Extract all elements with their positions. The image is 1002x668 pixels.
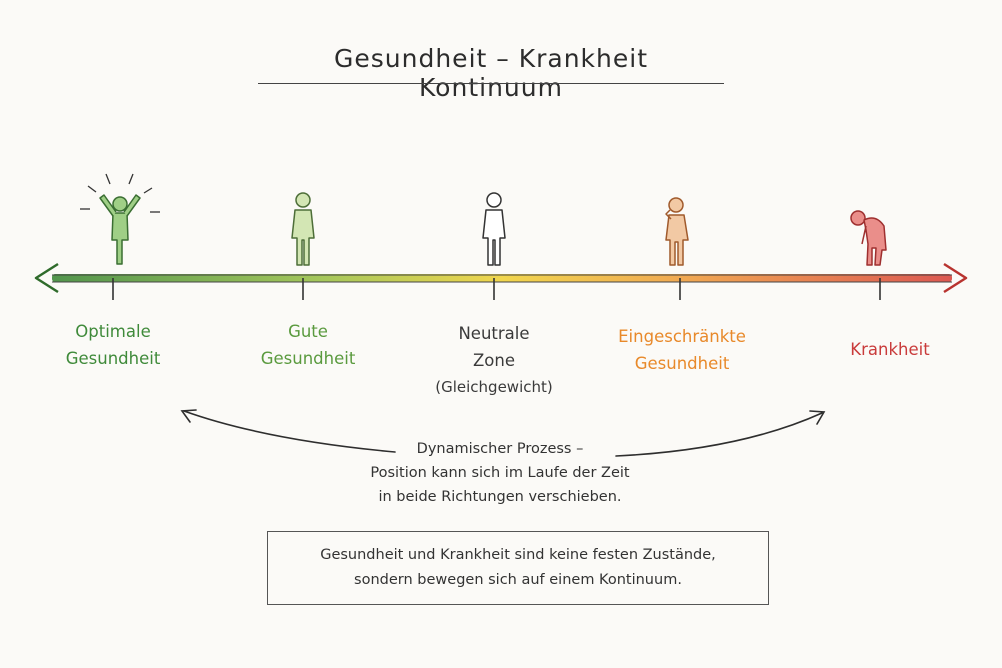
axis-ticks <box>112 278 881 300</box>
dynamic-process-text: Dynamischer Prozess – Position kann sich… <box>370 441 630 505</box>
label-illness: Krankheit <box>850 340 930 359</box>
label-limited-health: Eingeschränkte Gesundheit <box>618 327 746 373</box>
figure-good-health-icon <box>291 192 315 266</box>
right-arrowhead <box>943 262 968 294</box>
dynamic-process-arrows <box>180 409 826 457</box>
figure-optimal-health-icon <box>80 173 160 265</box>
left-curved-arrow <box>183 410 396 453</box>
left-arrowhead <box>34 262 59 294</box>
continuum-axis <box>34 262 968 294</box>
title-underline <box>258 83 724 84</box>
summary-note-box: Gesundheit und Krankheit sind keine fest… <box>267 531 769 605</box>
figure-illness-icon <box>850 210 887 266</box>
figure-neutral-icon <box>482 192 506 266</box>
figure-limited-health-icon <box>665 197 689 266</box>
diagram-title: Gesundheit – Krankheit Kontinuum <box>334 44 648 102</box>
label-optimal-health: Optimale Gesundheit <box>65 322 161 368</box>
label-good-health: Gute Gesundheit <box>260 322 356 368</box>
label-neutral-zone: Neutrale Zone (Gleichgewicht) <box>435 324 553 396</box>
right-curved-arrow <box>615 412 823 457</box>
